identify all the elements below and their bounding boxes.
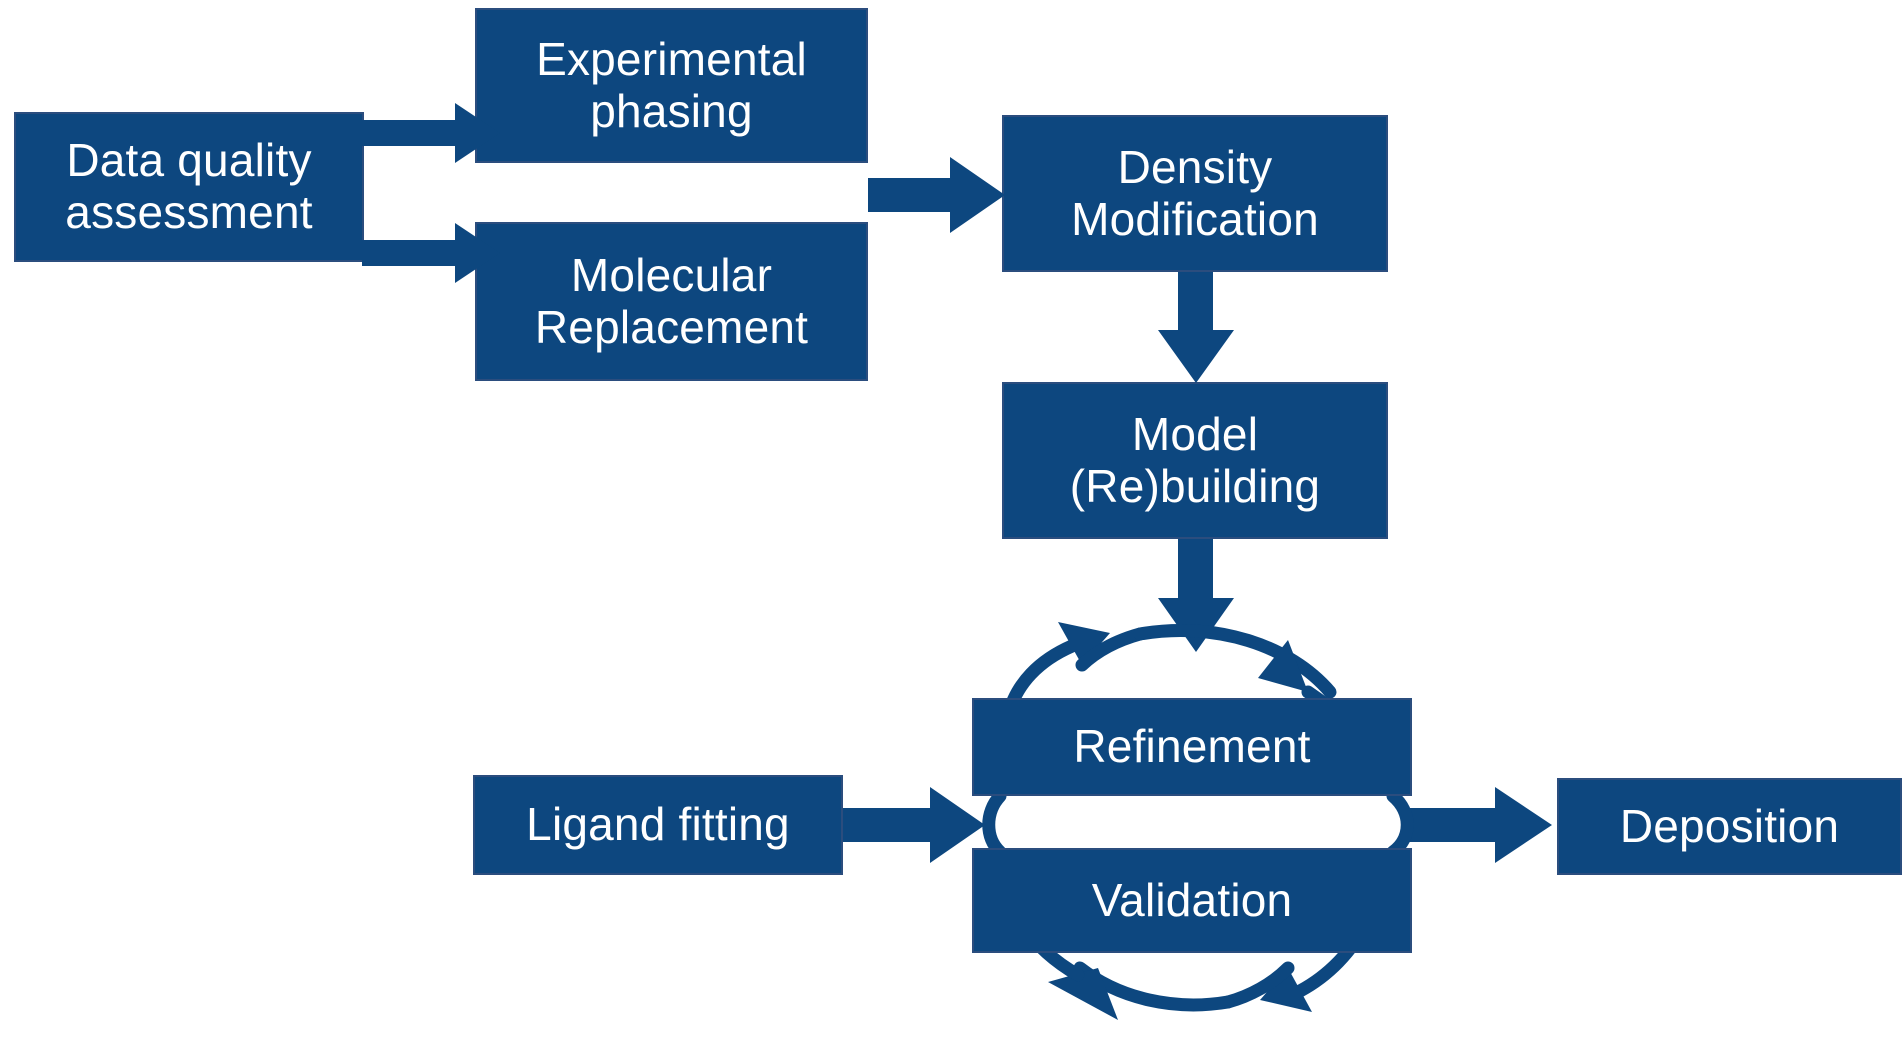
- arrow-ligand-to-cycle: [843, 787, 985, 863]
- node-validation[interactable]: Validation: [972, 848, 1412, 953]
- node-deposition[interactable]: Deposition: [1557, 778, 1902, 875]
- node-molecular-replacement[interactable]: Molecular Replacement: [475, 222, 868, 381]
- cycle-arc-left-gap: [982, 789, 1007, 859]
- node-refinement[interactable]: Refinement: [972, 698, 1412, 796]
- cycle-arc-right-gap: [1386, 789, 1414, 859]
- arrow-phasing-to-density-modification: [868, 157, 1005, 233]
- node-data-quality-assessment[interactable]: Data quality assessment: [14, 112, 364, 262]
- arrow-model-to-cycle: [1158, 539, 1234, 652]
- node-model-rebuilding[interactable]: Model (Re)building: [1002, 382, 1388, 539]
- node-ligand-fitting[interactable]: Ligand fitting: [473, 775, 843, 875]
- arrow-cycle-to-deposition: [1405, 787, 1552, 863]
- arrow-density-to-model: [1158, 272, 1234, 383]
- node-experimental-phasing[interactable]: Experimental phasing: [475, 8, 868, 163]
- node-density-modification[interactable]: Density Modification: [1002, 115, 1388, 272]
